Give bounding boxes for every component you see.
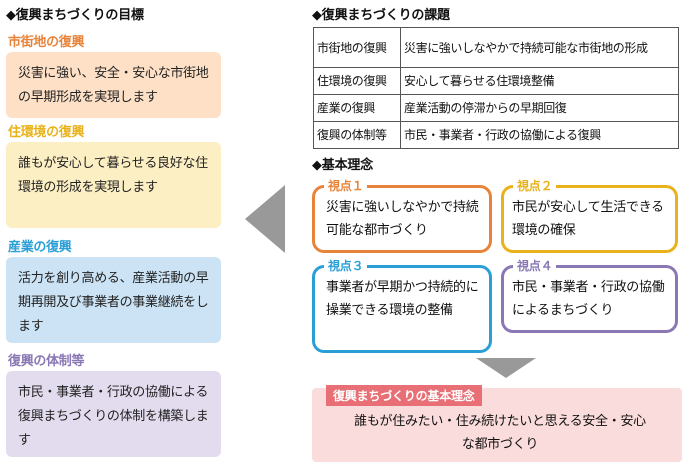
issue-value: 市民・事業者・行政の協働による復興 — [400, 121, 679, 149]
viewpoint-3 — [312, 265, 492, 353]
viewpoint-2-text: 市民が安心して生活できる環境の確保 — [512, 200, 664, 238]
issue-key: 市街地の復興 — [313, 27, 401, 68]
viewpoint-2 — [501, 185, 678, 253]
viewpoint-1 — [312, 185, 492, 253]
basic-philosophy-label: 復興まちづくりの基本理念 — [326, 385, 482, 406]
table-row: 復興の体制等 市民・事業者・行政の協働による復興 — [313, 121, 679, 149]
goal-text-system: 市民・事業者・行政の協働による復興まちづくりの体制を構築します — [18, 385, 209, 448]
goal-box-urban: 災害に強い、安全・安心な市街地の早期形成を実現します — [6, 52, 221, 118]
table-row: 住環境の復興 安心して暮らせる住環境整備 — [313, 67, 679, 95]
goal-title-living: 住環境の復興 — [8, 125, 85, 140]
philosophy-heading: ◆基本理念 — [312, 158, 373, 173]
goals-heading: ◆復興まちづくりの目標 — [6, 8, 144, 23]
issue-key: 住環境の復興 — [313, 67, 401, 95]
viewpoint-4-label: 視点４ — [513, 257, 557, 274]
goal-title-urban: 市街地の復興 — [8, 35, 85, 50]
basic-philosophy-text: 誰もが住みたい・住み続けたいと思える安全・安心な都市づくり — [354, 414, 646, 452]
down-arrow-icon — [476, 358, 536, 378]
goal-title-system: 復興の体制等 — [8, 354, 85, 369]
issues-heading: ◆復興まちづくりの課題 — [312, 8, 450, 23]
goal-title-industry: 産業の復興 — [8, 240, 72, 255]
issue-value: 産業活動の停滞からの早期回復 — [400, 94, 679, 122]
viewpoint-4-text: 市民・事業者・行政の協働によるまちづくり — [512, 280, 665, 318]
goal-text-urban: 災害に強い、安全・安心な市街地の早期形成を実現します — [18, 66, 209, 105]
goal-box-living: 誰もが安心して暮らせる良好な住環境の形成を実現します — [6, 142, 221, 228]
issues-table: 市街地の復興 災害に強いしなやかで持続可能な市街地の形成 住環境の復興 安心して… — [313, 27, 679, 149]
issue-value: 災害に強いしなやかで持続可能な市街地の形成 — [400, 27, 679, 68]
issue-value: 安心して暮らせる住環境整備 — [400, 67, 679, 95]
goal-text-industry: 活力を創り高める、産業活動の早期再開及び事業者の事業継続をします — [18, 271, 209, 334]
viewpoint-1-text: 災害に強いしなやかで持続可能な都市づくり — [326, 200, 479, 238]
table-row: 産業の復興 産業活動の停滞からの早期回復 — [313, 94, 679, 122]
issue-key: 産業の復興 — [313, 94, 401, 122]
table-row: 市街地の復興 災害に強いしなやかで持続可能な市街地の形成 — [313, 27, 679, 68]
goal-text-living: 誰もが安心して暮らせる良好な住環境の形成を実現します — [18, 156, 208, 195]
viewpoint-1-label: 視点１ — [324, 177, 368, 194]
goal-box-industry: 活力を創り高める、産業活動の早期再開及び事業者の事業継続をします — [6, 257, 221, 343]
viewpoint-3-label: 視点３ — [324, 257, 368, 274]
viewpoint-4 — [501, 265, 678, 333]
issue-key: 復興の体制等 — [313, 121, 401, 149]
left-arrow-icon — [245, 185, 285, 253]
viewpoint-3-text: 事業者が早期かつ持続的に操業できる環境の整備 — [326, 280, 479, 318]
viewpoint-2-label: 視点２ — [513, 177, 557, 194]
goal-box-system: 市民・事業者・行政の協働による復興まちづくりの体制を構築します — [6, 371, 221, 457]
